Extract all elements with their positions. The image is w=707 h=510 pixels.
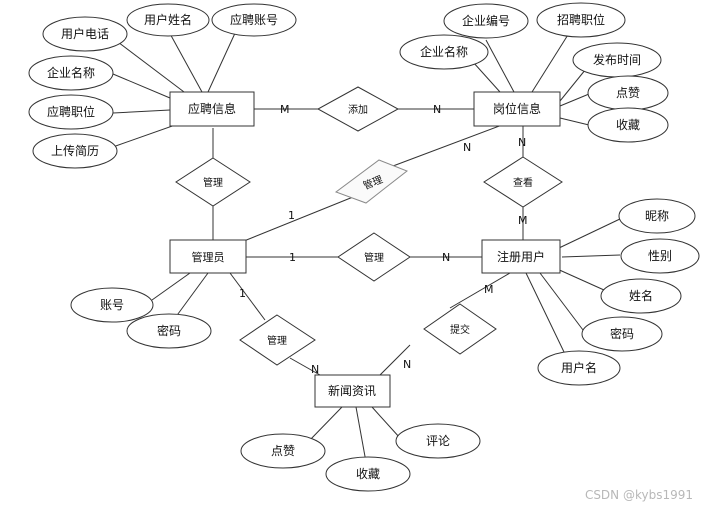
attribute-label: 用户电话 (61, 26, 109, 41)
relationship-label: 管理 (203, 176, 223, 189)
attribute-label: 应聘职位 (47, 104, 95, 119)
attribute-label: 评论 (426, 434, 450, 448)
attribute-app-company-name: 企业名称 (28, 55, 114, 91)
relationship-view: 查看 (483, 156, 563, 208)
attribute-gender: 性别 (620, 238, 700, 274)
attribute-label: 账号 (100, 298, 124, 312)
cardinality-manage-news-1: 1 (239, 287, 246, 300)
attribute-recruit-position: 招聘职位 (536, 2, 626, 38)
attribute-label: 应聘账号 (230, 12, 278, 27)
relationship-submit: 提交 (423, 303, 497, 355)
attribute-label: 用户姓名 (144, 12, 192, 27)
attribute-news-comment: 评论 (395, 423, 481, 459)
attribute-label: 性别 (648, 249, 672, 263)
attribute-label: 发布时间 (593, 52, 641, 67)
cardinality-add-m: M (280, 103, 290, 116)
attribute-company-code: 企业编号 (443, 3, 529, 39)
attribute-admin-account: 账号 (70, 287, 154, 323)
attribute-news-like: 点赞 (240, 433, 326, 469)
cardinality-submit-m: M (484, 283, 494, 296)
cardinality-view-top: N (518, 136, 526, 149)
attribute-application-account: 应聘账号 (211, 3, 297, 37)
cardinality-manage-job-1: 1 (288, 209, 295, 222)
entity-registered-user: 注册用户 (481, 239, 561, 274)
relationship-label: 管理 (267, 334, 287, 347)
attribute-news-favorite: 收藏 (325, 456, 411, 492)
attribute-nickname: 昵称 (618, 198, 696, 234)
relationship-manage-job: 管理 (334, 159, 408, 204)
attribute-label: 企业编号 (462, 13, 510, 28)
attribute-applied-position: 应聘职位 (28, 94, 114, 130)
attribute-job-like: 点赞 (587, 75, 669, 111)
attribute-label: 密码 (157, 323, 181, 338)
cardinality-submit-n: N (403, 358, 411, 371)
entity-job-info: 岗位信息 (473, 91, 561, 127)
entity-label: 应聘信息 (188, 101, 236, 116)
attribute-publish-time: 发布时间 (572, 42, 662, 78)
attribute-label: 点赞 (271, 444, 295, 458)
relationship-label: 提交 (450, 323, 470, 336)
relationship-manage-application: 管理 (175, 157, 251, 207)
cardinality-labels: M N 1 N N M 1 N 1 N M N (239, 103, 528, 376)
relationship-manage-user: 管理 (337, 232, 411, 282)
attribute-label: 企业名称 (420, 44, 468, 59)
cardinality-view-bottom: M (518, 214, 528, 227)
attribute-username: 用户名 (537, 350, 621, 386)
attribute-label: 用户名 (561, 360, 597, 375)
cardinality-add-n: N (433, 103, 441, 116)
attribute-label: 点赞 (616, 86, 640, 100)
attribute-job-favorite: 收藏 (587, 107, 669, 143)
entity-label: 新闻资讯 (328, 383, 376, 398)
attribute-real-name: 姓名 (600, 278, 682, 314)
attribute-label: 上传简历 (51, 143, 99, 158)
attribute-upload-resume: 上传简历 (32, 133, 118, 169)
attribute-admin-password: 密码 (126, 313, 212, 349)
watermark-text: CSDN @kybs1991 (584, 488, 693, 502)
entity-label: 注册用户 (497, 249, 545, 264)
attribute-label: 昵称 (645, 209, 669, 223)
relationship-label: 添加 (348, 103, 368, 116)
attribute-job-company-name: 企业名称 (399, 34, 489, 70)
entity-admin: 管理员 (169, 239, 247, 274)
relationship-add: 添加 (316, 86, 400, 132)
attribute-label: 姓名 (629, 288, 653, 303)
relationship-manage-news: 管理 (239, 314, 316, 366)
attribute-label: 收藏 (616, 118, 640, 132)
entity-application-info: 应聘信息 (169, 91, 255, 127)
attribute-label: 密码 (610, 326, 634, 341)
entity-news: 新闻资讯 (314, 374, 391, 408)
cardinality-manage-user-1: 1 (289, 251, 296, 264)
attribute-label: 企业名称 (47, 65, 95, 80)
entity-label: 岗位信息 (493, 101, 541, 116)
attribute-user-password: 密码 (581, 316, 663, 352)
attribute-user-phone: 用户电话 (42, 16, 128, 52)
cardinality-manage-job-n: N (463, 141, 471, 154)
attribute-label: 招聘职位 (557, 12, 605, 27)
cardinality-manage-user-n: N (442, 251, 450, 264)
relationship-label: 查看 (513, 176, 533, 189)
cardinality-manage-news-n: N (311, 363, 319, 376)
attribute-label: 收藏 (356, 467, 380, 481)
entity-label: 管理员 (192, 250, 225, 264)
attribute-user-name: 用户姓名 (126, 3, 210, 37)
relationship-label: 管理 (364, 251, 384, 264)
